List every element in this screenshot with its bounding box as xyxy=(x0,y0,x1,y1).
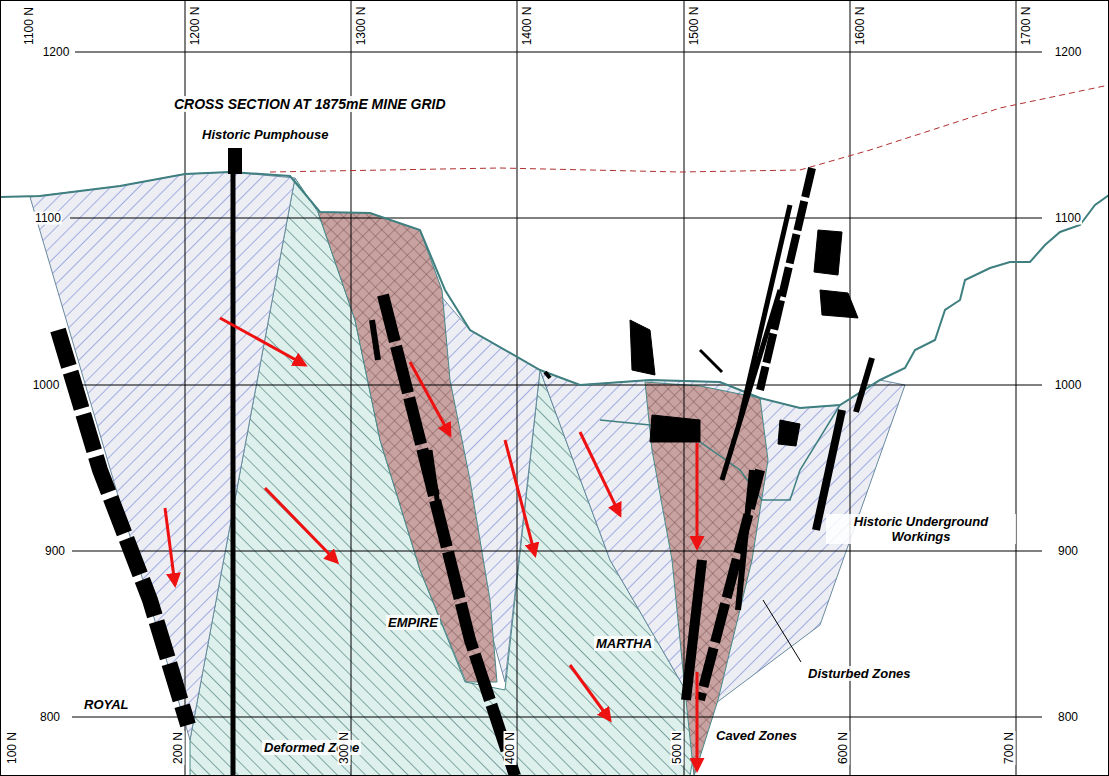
elevation-label: 1000 xyxy=(1054,379,1083,392)
mine-grid xyxy=(70,0,1042,776)
orebody-name: ROYAL xyxy=(82,697,131,712)
feature-label: Historic Pumphouse xyxy=(200,127,330,142)
feature-label: Historic Underground Workings xyxy=(826,514,1016,544)
historic-stopes xyxy=(58,168,872,776)
northing-label: 600 N xyxy=(837,731,850,765)
northing-label: 500 N xyxy=(671,731,684,765)
elevation-label: 1100 xyxy=(1054,212,1082,225)
northing-label: 1100 N xyxy=(23,6,36,46)
northing-label: 1700 N xyxy=(1020,6,1033,47)
leader-line xyxy=(763,600,801,662)
northing-label: 1600 N xyxy=(854,6,867,47)
orebody-name: MARTHA xyxy=(594,636,654,651)
elevation-label: 1000 xyxy=(32,379,61,392)
northing-label: 200 N xyxy=(172,731,185,765)
pumphouse xyxy=(228,148,242,174)
northing-label: 1200 N xyxy=(189,6,202,47)
disturbed-zone xyxy=(30,172,295,740)
zone-label: Disturbed Zones xyxy=(806,666,913,681)
shaft xyxy=(231,172,236,776)
northing-label: 1400 N xyxy=(521,6,534,47)
northing-label: 1500 N xyxy=(688,6,701,47)
pit-surface xyxy=(0,172,1109,408)
northing-label: 300 N xyxy=(338,731,351,765)
elevation-label: 900 xyxy=(1057,545,1079,558)
elevation-label: 800 xyxy=(39,711,61,724)
northing-label: 100 N xyxy=(6,731,19,765)
pit-bench xyxy=(600,405,840,500)
caved-zone xyxy=(318,212,497,682)
elevation-label: 1200 xyxy=(42,46,71,59)
northing-label: 400 N xyxy=(504,731,517,765)
zone-label: Caved Zones xyxy=(714,728,799,743)
section-title: CROSS SECTION AT 1875mE MINE GRID xyxy=(172,96,448,112)
elevation-label: 800 xyxy=(1057,711,1079,724)
elevation-label: 900 xyxy=(44,545,66,558)
elevation-label: 1100 xyxy=(34,212,62,225)
orebody-name: EMPIRE xyxy=(386,615,440,630)
movement-arrow xyxy=(165,318,697,770)
northing-label: 1300 N xyxy=(355,6,368,47)
northing-label: 700 N xyxy=(1003,731,1016,765)
elevation-label: 1200 xyxy=(1054,46,1083,59)
